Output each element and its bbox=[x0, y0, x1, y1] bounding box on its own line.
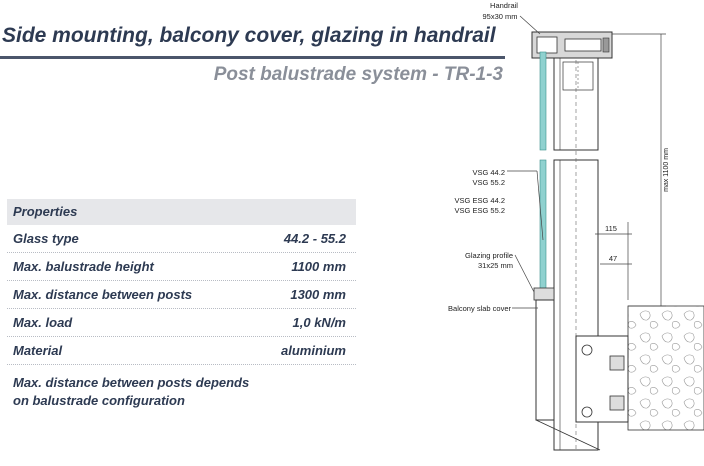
property-row: Glass type 44.2 - 55.2 bbox=[7, 225, 356, 253]
height-dimension-label: max 1100 mm bbox=[663, 148, 670, 192]
property-row: Material aluminium bbox=[7, 337, 356, 365]
title-divider bbox=[0, 56, 505, 59]
note-line: on balustrade configuration bbox=[13, 393, 185, 408]
property-value: 1300 mm bbox=[290, 287, 346, 302]
dimension-lines bbox=[507, 15, 666, 309]
property-value: aluminium bbox=[280, 343, 346, 358]
handrail-label: Handrail bbox=[490, 1, 518, 10]
property-value: 44.2 - 55.2 bbox=[283, 231, 346, 246]
properties-heading: Properties bbox=[7, 199, 356, 225]
property-row: Max. balustrade height 1100 mm bbox=[7, 253, 356, 281]
configuration-note: Max. distance between posts depends on b… bbox=[13, 374, 313, 410]
glazing-profile-size: 31x25 mm bbox=[478, 261, 513, 270]
glazing-profile bbox=[533, 287, 555, 301]
property-label: Max. balustrade height bbox=[13, 259, 154, 274]
vsg-esg-label-1: VSG ESG 44.2 bbox=[455, 196, 505, 205]
property-label: Glass type bbox=[13, 231, 79, 246]
property-row: Max. distance between posts 1300 mm bbox=[7, 281, 356, 309]
mounting-plate bbox=[575, 335, 629, 423]
dimension-115-label: 115 bbox=[605, 224, 617, 233]
balcony-slab-cover bbox=[535, 299, 601, 451]
balcony-slab-label: Balcony slab cover bbox=[448, 304, 511, 313]
handrail-size-label: 95x30 mm bbox=[482, 12, 517, 21]
concrete-slab bbox=[627, 305, 704, 431]
property-row: Max. load 1,0 kN/m bbox=[7, 309, 356, 337]
vsg-label-2: VSG 55.2 bbox=[472, 178, 505, 187]
properties-table: Properties Glass type 44.2 - 55.2 Max. b… bbox=[7, 199, 356, 365]
property-label: Max. load bbox=[13, 315, 73, 330]
property-label: Material bbox=[13, 343, 63, 358]
property-value: 1100 mm bbox=[291, 259, 346, 274]
property-value: 1,0 kN/m bbox=[292, 315, 346, 330]
property-label: Max. distance between posts bbox=[13, 287, 193, 302]
glass-panel bbox=[539, 51, 547, 291]
dimension-47-label: 47 bbox=[609, 254, 617, 263]
vsg-esg-label-2: VSG ESG 55.2 bbox=[455, 206, 505, 215]
glazing-profile-label: Glazing profile bbox=[465, 251, 513, 260]
note-line: Max. distance between posts depends bbox=[13, 375, 250, 390]
vsg-label-1: VSG 44.2 bbox=[472, 168, 505, 177]
page-subtitle: Post balustrade system - TR-1-3 bbox=[213, 64, 503, 85]
page-title: Side mounting, balcony cover, glazing in… bbox=[2, 24, 496, 47]
